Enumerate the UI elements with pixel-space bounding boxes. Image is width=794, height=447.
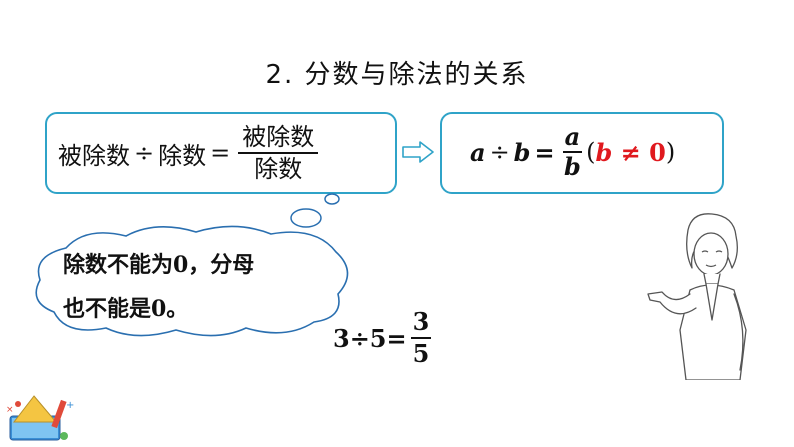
fraction-numerator: 3 — [410, 308, 432, 339]
fraction-denominator: b — [563, 152, 581, 181]
condition-var: b — [595, 137, 613, 167]
arrow-right-icon — [402, 141, 434, 163]
letter-fraction: a b — [562, 123, 583, 181]
var-b: b — [513, 137, 531, 167]
dividend-word: 被除数 — [58, 141, 130, 170]
page-title: 2. 分数与除法的关系 — [265, 60, 529, 90]
word-formula-box — [45, 112, 397, 194]
fraction-numerator: 被除数 — [238, 123, 319, 154]
word-fraction: 被除数 除数 — [238, 123, 319, 183]
equals-sign: = — [210, 139, 231, 167]
svg-text:+: + — [66, 400, 74, 411]
var-a: a — [470, 137, 486, 167]
cloud-line-1: 除数不能为0，分母 — [63, 252, 255, 278]
example-equation: 3÷5= 3 5 — [333, 308, 432, 368]
example-lhs: 3÷5= — [333, 323, 407, 353]
paren-close: ) — [665, 138, 676, 166]
cloud-line-2: 也不能是0。 — [63, 296, 189, 322]
equals-sign: = — [534, 137, 555, 167]
teacher-illustration — [647, 213, 747, 380]
paren-open: ( — [586, 138, 596, 166]
divisor-word: 除数 — [158, 141, 207, 170]
letter-formula-box — [440, 112, 724, 194]
letter-formula: a ÷ b = a b ( b ≠ 0 ) — [470, 121, 675, 183]
thought-cloud — [35, 193, 349, 337]
example-fraction: 3 5 — [410, 308, 432, 368]
fraction-denominator: 5 — [412, 338, 430, 368]
svg-text:×: × — [6, 405, 14, 415]
word-formula: 被除数 ÷ 除数 = 被除数 除数 — [58, 123, 319, 182]
divide-sign: ÷ — [134, 139, 155, 167]
divide-sign: ÷ — [489, 138, 510, 166]
fraction-denominator: 除数 — [254, 155, 303, 183]
fraction-numerator: a — [562, 123, 583, 153]
condition-value: 0 — [649, 137, 666, 167]
stationery-decoration-icon: × + — [6, 395, 74, 441]
condition-op: ≠ — [612, 137, 650, 167]
cloud-note: 除数不能为0，分母 也不能是0。 — [63, 243, 353, 331]
